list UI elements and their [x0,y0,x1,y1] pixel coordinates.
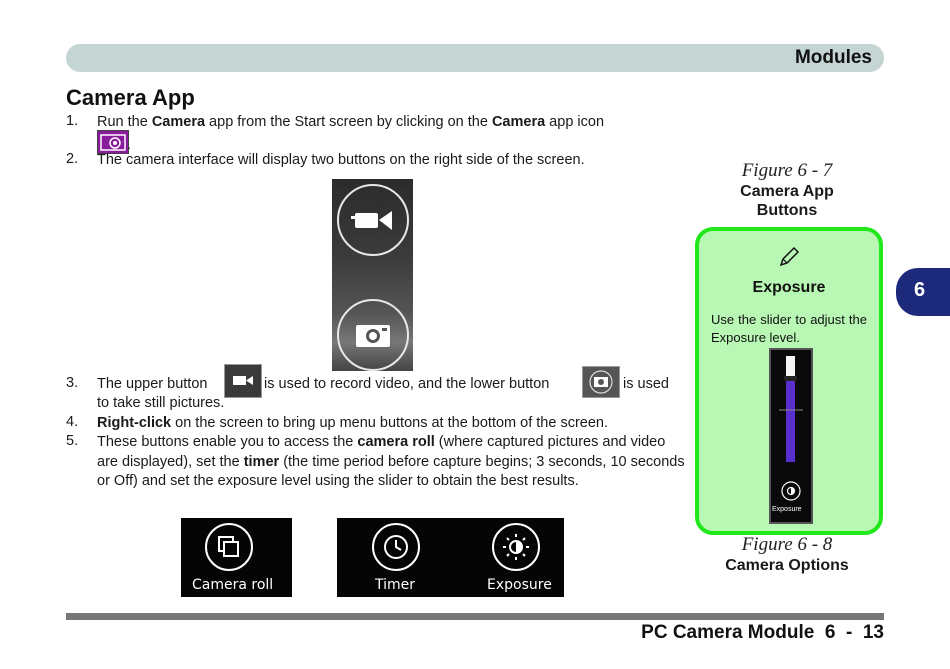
figure-6-7-number: Figure 6 - 7 [741,160,833,181]
callout-text: Use the slider to adjust the Exposure le… [711,312,867,345]
header-bar: Modules [66,44,884,72]
camera-roll-label: Camera roll [192,577,274,593]
exposure-icon [492,523,540,571]
step-4-text: Right-click on the screen to bring up me… [97,415,609,431]
camera-buttons-screenshot [332,179,413,371]
figure-6-8-title: Camera Options [725,557,849,574]
header-title: Modules [794,47,872,68]
video-camera-icon [337,184,409,256]
step-1-text: Run the Camera app from the Start screen… [97,114,605,130]
pen-icon [777,245,801,274]
timer-exposure-buttons-image: Timer Exposure [337,518,564,597]
step-3-text-c: is used [623,376,669,392]
photo-camera-icon [337,299,409,371]
timer-icon [372,523,420,571]
exposure-small-icon [775,479,807,507]
step-2-text: The camera interface will display two bu… [97,152,585,168]
camera-app-icon [97,130,129,154]
chapter-tab: 6 [896,268,950,316]
footer-text: PC Camera Module 6 - 13 [641,622,884,643]
step-number: 1. [66,113,79,129]
camera-roll-button-image: Camera roll [181,518,292,597]
step-1-period: . [127,136,131,152]
step-number: 2. [66,151,79,167]
step-number: 5. [66,433,79,449]
step-number: 3. [66,375,79,391]
figure-6-8-number: Figure 6 - 8 [741,534,833,555]
callout-title: Exposure [752,279,826,296]
section-title: Camera App [66,85,195,110]
exposure-callout: Exposure Use the slider to adjust the Ex… [695,227,883,535]
chapter-number: 6 [914,279,926,301]
video-button-inline-icon [224,364,262,398]
figure-6-7-title-1: Camera App [740,183,834,200]
step-5-text: These buttons enable you to access the c… [97,434,685,489]
exposure-small-label: Exposure [772,506,802,513]
timer-label: Timer [375,577,416,593]
exposure-label: Exposure [487,577,552,593]
step-3-text-a: The upper button [97,376,208,392]
step-number: 4. [66,414,79,430]
camera-roll-icon [205,523,253,571]
step-3-text-d: to take still pictures. [97,395,225,411]
footer-rule [66,613,884,620]
figure-6-7-title-2: Buttons [756,202,818,219]
photo-button-inline-icon [582,366,620,398]
step-3-text-b: is used to record video, and the lower b… [264,376,550,392]
exposure-slider-screenshot: Exposure [769,348,813,524]
